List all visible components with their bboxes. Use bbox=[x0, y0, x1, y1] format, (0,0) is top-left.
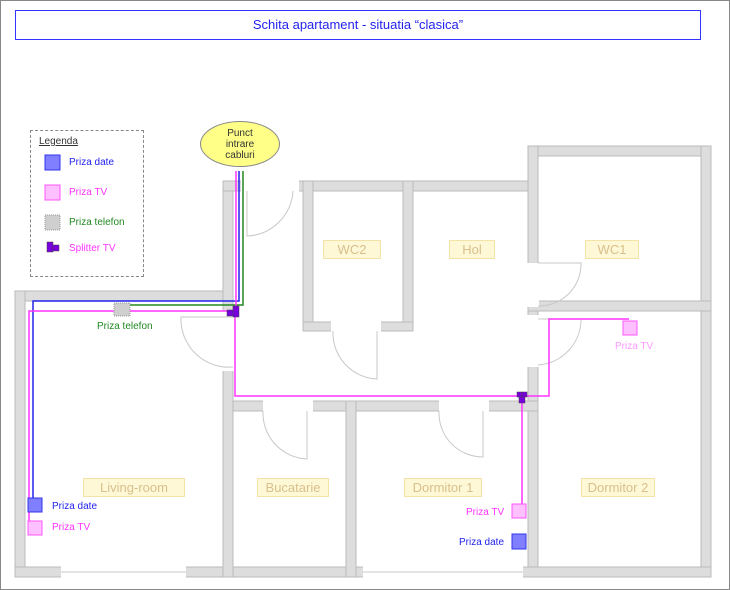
legend-splitter-label: Splitter TV bbox=[69, 243, 116, 254]
label-tv-dorm1: Priza TV bbox=[466, 507, 505, 518]
tv-cable-living bbox=[28, 171, 237, 523]
label-data-dorm1: Priza date bbox=[459, 537, 505, 548]
room-dormitor1: Dormitor 1 bbox=[404, 478, 482, 497]
page-title: Schita apartament - situatia “clasica” bbox=[15, 10, 701, 40]
legend-phone-label: Priza telefon bbox=[69, 217, 125, 228]
data-outlet-living bbox=[27, 497, 43, 513]
legend-splitter-icon bbox=[46, 241, 60, 253]
label-tv-living: Priza TV bbox=[52, 522, 91, 533]
data-outlet-dorm1 bbox=[511, 533, 527, 550]
room-bucatarie: Bucatarie bbox=[257, 478, 329, 497]
legend-tv-label: Priza TV bbox=[69, 187, 108, 198]
label-phone-living: Priza telefon bbox=[97, 321, 153, 332]
legend-tv-icon bbox=[44, 184, 61, 201]
tv-outlet-living bbox=[27, 520, 43, 536]
room-wc1: WC1 bbox=[585, 240, 639, 259]
room-living: Living-room bbox=[83, 478, 185, 497]
legend-heading: Legenda bbox=[39, 136, 78, 147]
entry-line3: cabluri bbox=[225, 149, 255, 161]
splitter-hall bbox=[516, 391, 528, 404]
label-tv-dorm2: Priza TV bbox=[615, 341, 654, 352]
data-cable bbox=[32, 171, 240, 501]
legend-phone-icon bbox=[44, 214, 61, 231]
tv-cable-hall bbox=[234, 313, 629, 397]
entry-line1: Punct bbox=[227, 127, 253, 139]
entry-line2: intrare bbox=[225, 138, 255, 150]
splitter-living bbox=[226, 305, 240, 318]
phone-outlet-living bbox=[113, 302, 131, 317]
legend-data-label: Priza date bbox=[69, 157, 115, 168]
room-wc2: WC2 bbox=[323, 240, 381, 259]
room-dormitor2: Dormitor 2 bbox=[581, 478, 655, 497]
tv-outlet-dorm2 bbox=[622, 320, 638, 336]
room-hol: Hol bbox=[449, 240, 495, 259]
tv-outlet-dorm1 bbox=[511, 503, 527, 519]
legend-data-icon bbox=[44, 154, 61, 171]
door-swings bbox=[61, 190, 582, 573]
legend: Legenda Priza date Priza TV Priza telefo… bbox=[30, 130, 144, 277]
label-data-living: Priza date bbox=[52, 501, 98, 512]
phone-cable bbox=[129, 171, 244, 306]
